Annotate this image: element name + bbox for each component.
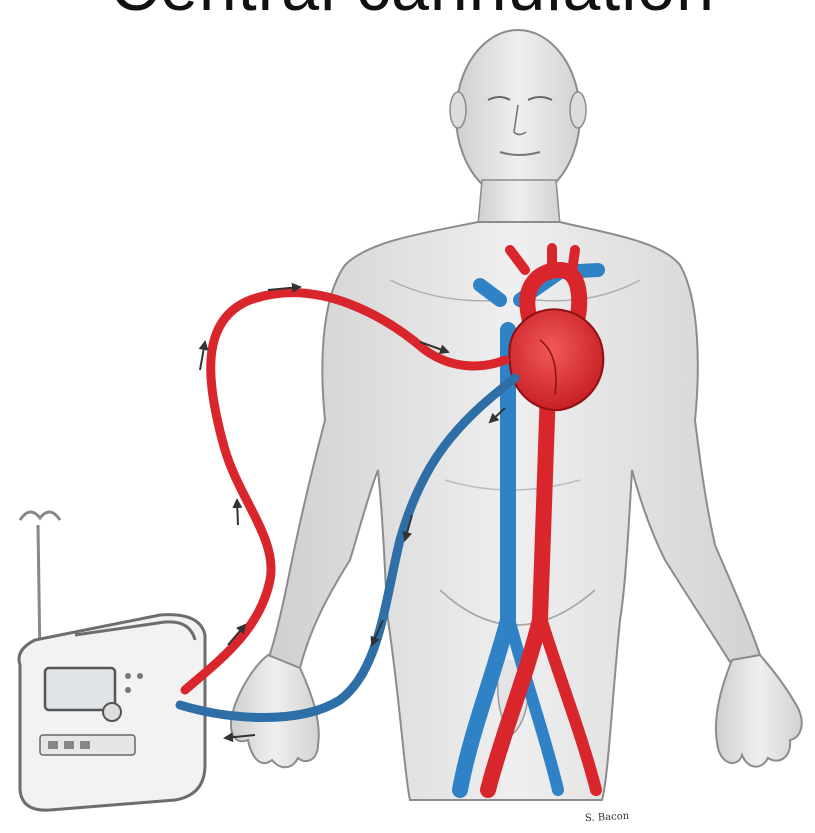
iv-hook (20, 512, 60, 520)
artist-signature: S. Bacon (585, 811, 630, 824)
right-hand (716, 655, 802, 767)
machine-screen (45, 668, 115, 710)
arrow-icon (237, 500, 238, 525)
slide-title: Central cannulation (110, 0, 715, 26)
head (456, 30, 580, 200)
ecmo-machine (19, 512, 205, 810)
machine-knob (103, 703, 121, 721)
arrow-icon (200, 342, 205, 370)
heart (509, 309, 603, 410)
neck (478, 180, 560, 225)
